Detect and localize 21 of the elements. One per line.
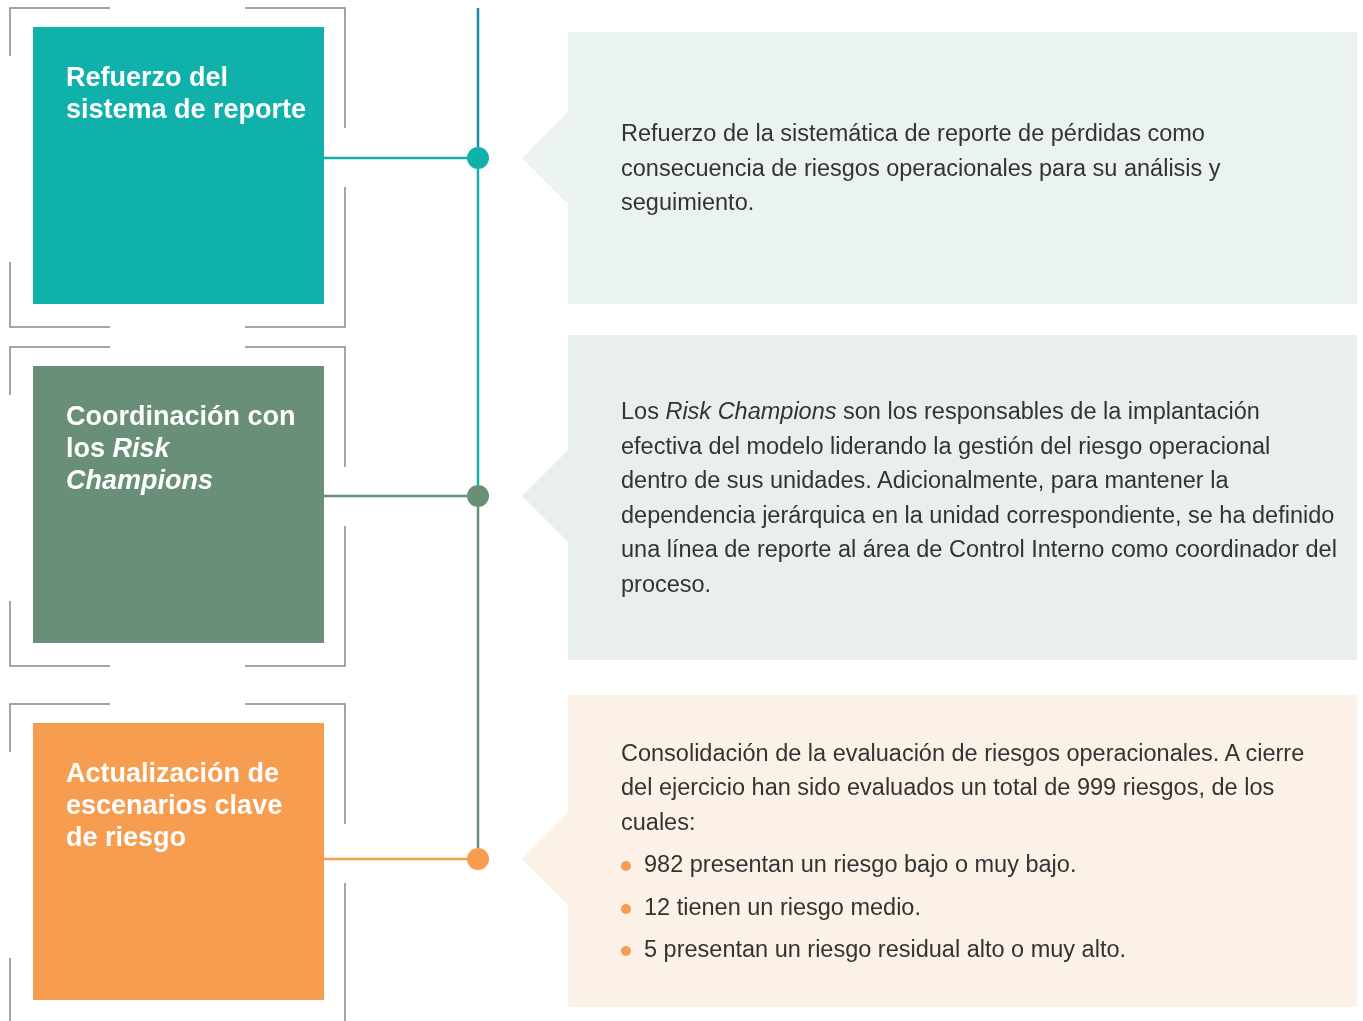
- connector-line: [476, 169, 480, 485]
- bullet-text: 5 presentan un riesgo residual alto o muy alto.: [644, 935, 1127, 964]
- timeline-dot: [467, 485, 489, 507]
- connector-line: [324, 494, 467, 498]
- connector-line: [324, 156, 467, 160]
- category-box: [33, 723, 324, 1000]
- connector-line: [324, 857, 467, 861]
- box-title: Coordinación con los Risk Champions: [66, 400, 297, 496]
- connector-line: [476, 507, 480, 848]
- description-text: Los Risk Champions son los responsables de la implantación efectiva del modelo liderando la gestión del riesgo operacional dentro de sus unidades. Adicionalmente, para mantener la dependencia jerárquica en la unidad correspondiente, se ha definido una línea de reporte al área de Control Interno como coordinador del proceso.: [621, 397, 1338, 599]
- box-title: Actualización de escenarios clave de riesgo: [66, 757, 284, 853]
- timeline-dot: [467, 848, 489, 870]
- text-panel: [568, 695, 1357, 1007]
- category-box: [33, 366, 324, 643]
- description-text: Consolidación de la evaluación de riesgos operacionales. A cierre del ejercicio han sido evaluados un total de 999 riesgos, de los cuales:: [621, 738, 1306, 837]
- description-text: Refuerzo de la sistemática de reporte de pérdidas como consecuencia de riesgos operacionales para su análisis y seguimiento.: [621, 119, 1222, 218]
- bullet-text: 12 tienen un riesgo medio.: [644, 892, 921, 922]
- category-box: [33, 27, 324, 304]
- box-title: Refuerzo del sistema de reporte: [66, 61, 308, 125]
- bullet-text: 982 presentan un riesgo bajo o muy bajo.: [644, 850, 1077, 879]
- timeline-dot: [467, 147, 489, 169]
